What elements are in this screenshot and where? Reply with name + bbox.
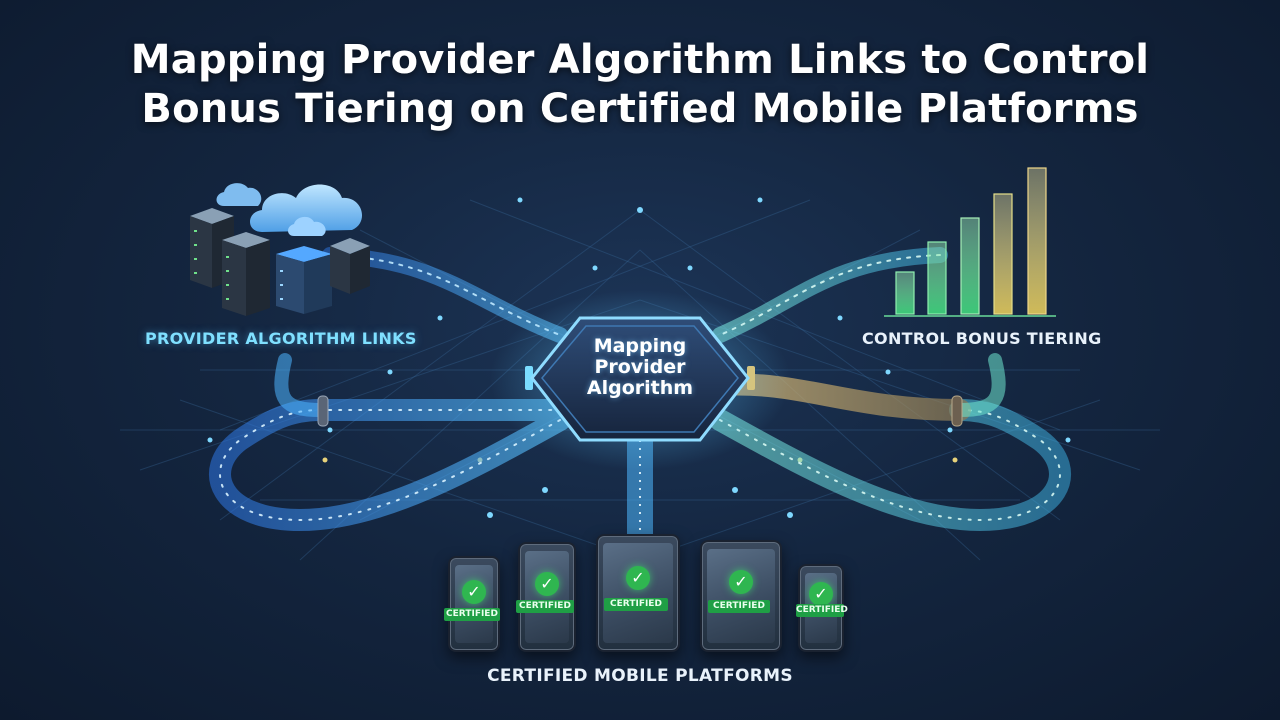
certified-badge: CERTIFIED (604, 598, 668, 611)
device-screen (707, 549, 775, 643)
hub-node (490, 290, 790, 470)
title-line-2: Bonus Tiering on Certified Mobile Platfo… (141, 86, 1139, 132)
certified-badge: CERTIFIED (708, 600, 770, 613)
device-tablet-1: ✓ CERTIFIED (596, 534, 680, 652)
server-rack-icon (190, 208, 370, 316)
hub-label-line-3: Algorithm (586, 377, 694, 399)
device-screen (455, 565, 493, 643)
device-tablet-2: ✓ CERTIFIED (700, 540, 782, 652)
cloud-icon (216, 183, 363, 236)
checkmark-icon: ✓ (535, 572, 559, 596)
device-screen (525, 551, 569, 643)
device-phone-3: ✓ CERTIFIED (796, 564, 848, 652)
provider-links-label: PROVIDER ALGORITHM LINKS (145, 329, 417, 348)
device-phone-2: ✓ CERTIFIED (516, 542, 576, 652)
hub-label-line-2: Provider (594, 356, 686, 378)
checkmark-icon: ✓ (462, 580, 486, 604)
hub-label: Mapping Provider Algorithm (548, 336, 732, 399)
bonus-tiering-label: CONTROL BONUS TIERING (862, 329, 1102, 348)
bar-chart-icon (884, 167, 1056, 317)
checkmark-icon: ✓ (626, 566, 650, 590)
hub-label-line-1: Mapping (593, 335, 687, 357)
device-phone-1: ✓ CERTIFIED (444, 556, 500, 652)
checkmark-icon: ✓ (729, 570, 753, 594)
device-screen (603, 543, 673, 643)
certified-badge: CERTIFIED (444, 608, 500, 621)
mobile-platforms-label: CERTIFIED MOBILE PLATFORMS (487, 666, 793, 686)
certified-badge: CERTIFIED (796, 604, 848, 617)
checkmark-icon: ✓ (809, 582, 833, 606)
page-title: Mapping Provider Algorithm Links to Cont… (0, 36, 1280, 134)
certified-badge: CERTIFIED (516, 600, 574, 613)
grid-nodes (207, 197, 1071, 518)
title-line-1: Mapping Provider Algorithm Links to Cont… (130, 37, 1150, 83)
